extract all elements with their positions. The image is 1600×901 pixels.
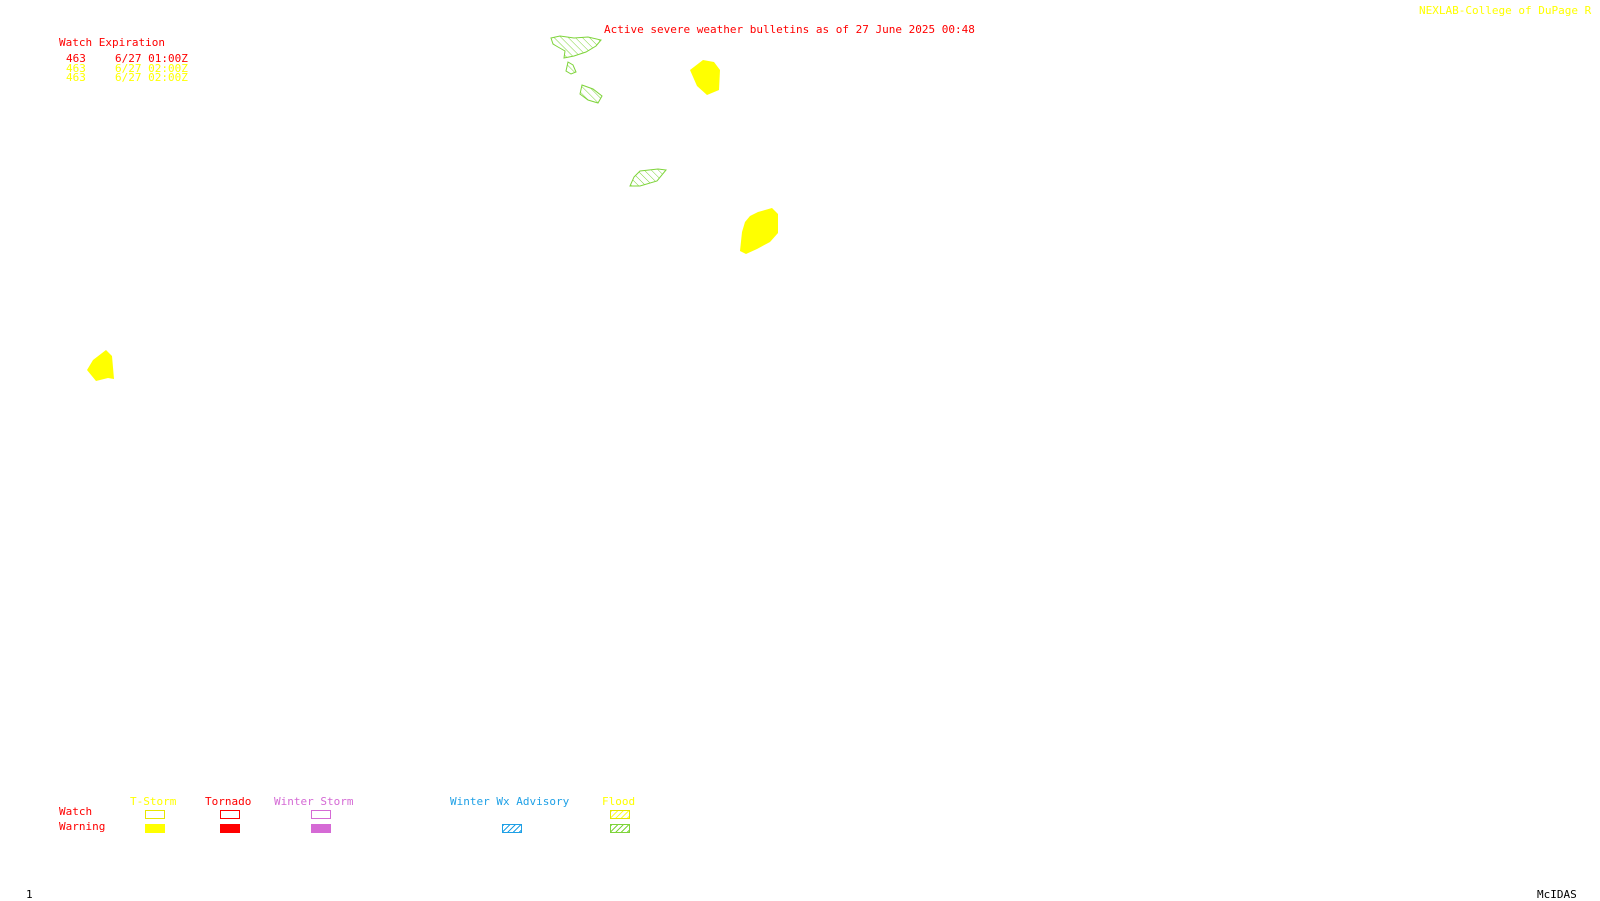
legend-winter-storm-warning-swatch bbox=[311, 824, 331, 833]
watch-expiration: 6/27 01:00Z bbox=[115, 52, 188, 65]
watch-expiration: 6/27 02:00Z bbox=[115, 62, 188, 75]
legend-tornado-watch-swatch bbox=[220, 810, 240, 819]
flood-warning-area[interactable] bbox=[565, 61, 577, 75]
legend-tornado-label: Tornado bbox=[205, 795, 252, 808]
tstorm-warning-area[interactable] bbox=[87, 350, 114, 381]
tstorm-warning-area[interactable] bbox=[690, 60, 720, 95]
flood-warning-area[interactable] bbox=[579, 84, 603, 104]
software-label: McIDAS bbox=[1537, 888, 1577, 901]
legend-warning-label: Warning bbox=[59, 820, 106, 833]
watch-id: 463 bbox=[66, 52, 86, 65]
legend-tstorm-warning-swatch bbox=[145, 824, 165, 833]
watch-list-heading: Watch Expiration bbox=[59, 36, 165, 49]
legend-tornado-warning-swatch bbox=[220, 824, 240, 833]
bulletin-title: Active severe weather bulletins as of 27… bbox=[604, 23, 975, 36]
watch-id: 463 bbox=[66, 62, 86, 75]
flood-warning-area[interactable] bbox=[550, 35, 602, 59]
legend-tstorm-label: T-Storm bbox=[130, 795, 177, 808]
legend-flood-label: Flood bbox=[602, 795, 636, 808]
tstorm-warning-area[interactable] bbox=[740, 208, 778, 254]
legend-tstorm-watch-swatch bbox=[145, 810, 165, 819]
legend-winter-advisory-label: Winter Wx Advisory bbox=[450, 795, 570, 808]
legend-flood-watch-swatch bbox=[610, 810, 630, 819]
legend-winter-storm-watch-swatch bbox=[311, 810, 331, 819]
legend-winter-advisory-swatch bbox=[502, 824, 522, 833]
watch-id: 463 bbox=[66, 71, 86, 84]
flood-warning-area[interactable] bbox=[629, 168, 667, 187]
legend-flood-warning-swatch bbox=[610, 824, 630, 833]
watch-expiration: 6/27 02:00Z bbox=[115, 71, 188, 84]
frame-number: 1 bbox=[26, 888, 33, 901]
source-credit: NEXLAB-College of DuPage R bbox=[1419, 4, 1592, 17]
legend-watch-label: Watch bbox=[59, 805, 93, 818]
legend-winter-storm-label: Winter Storm bbox=[274, 795, 354, 808]
